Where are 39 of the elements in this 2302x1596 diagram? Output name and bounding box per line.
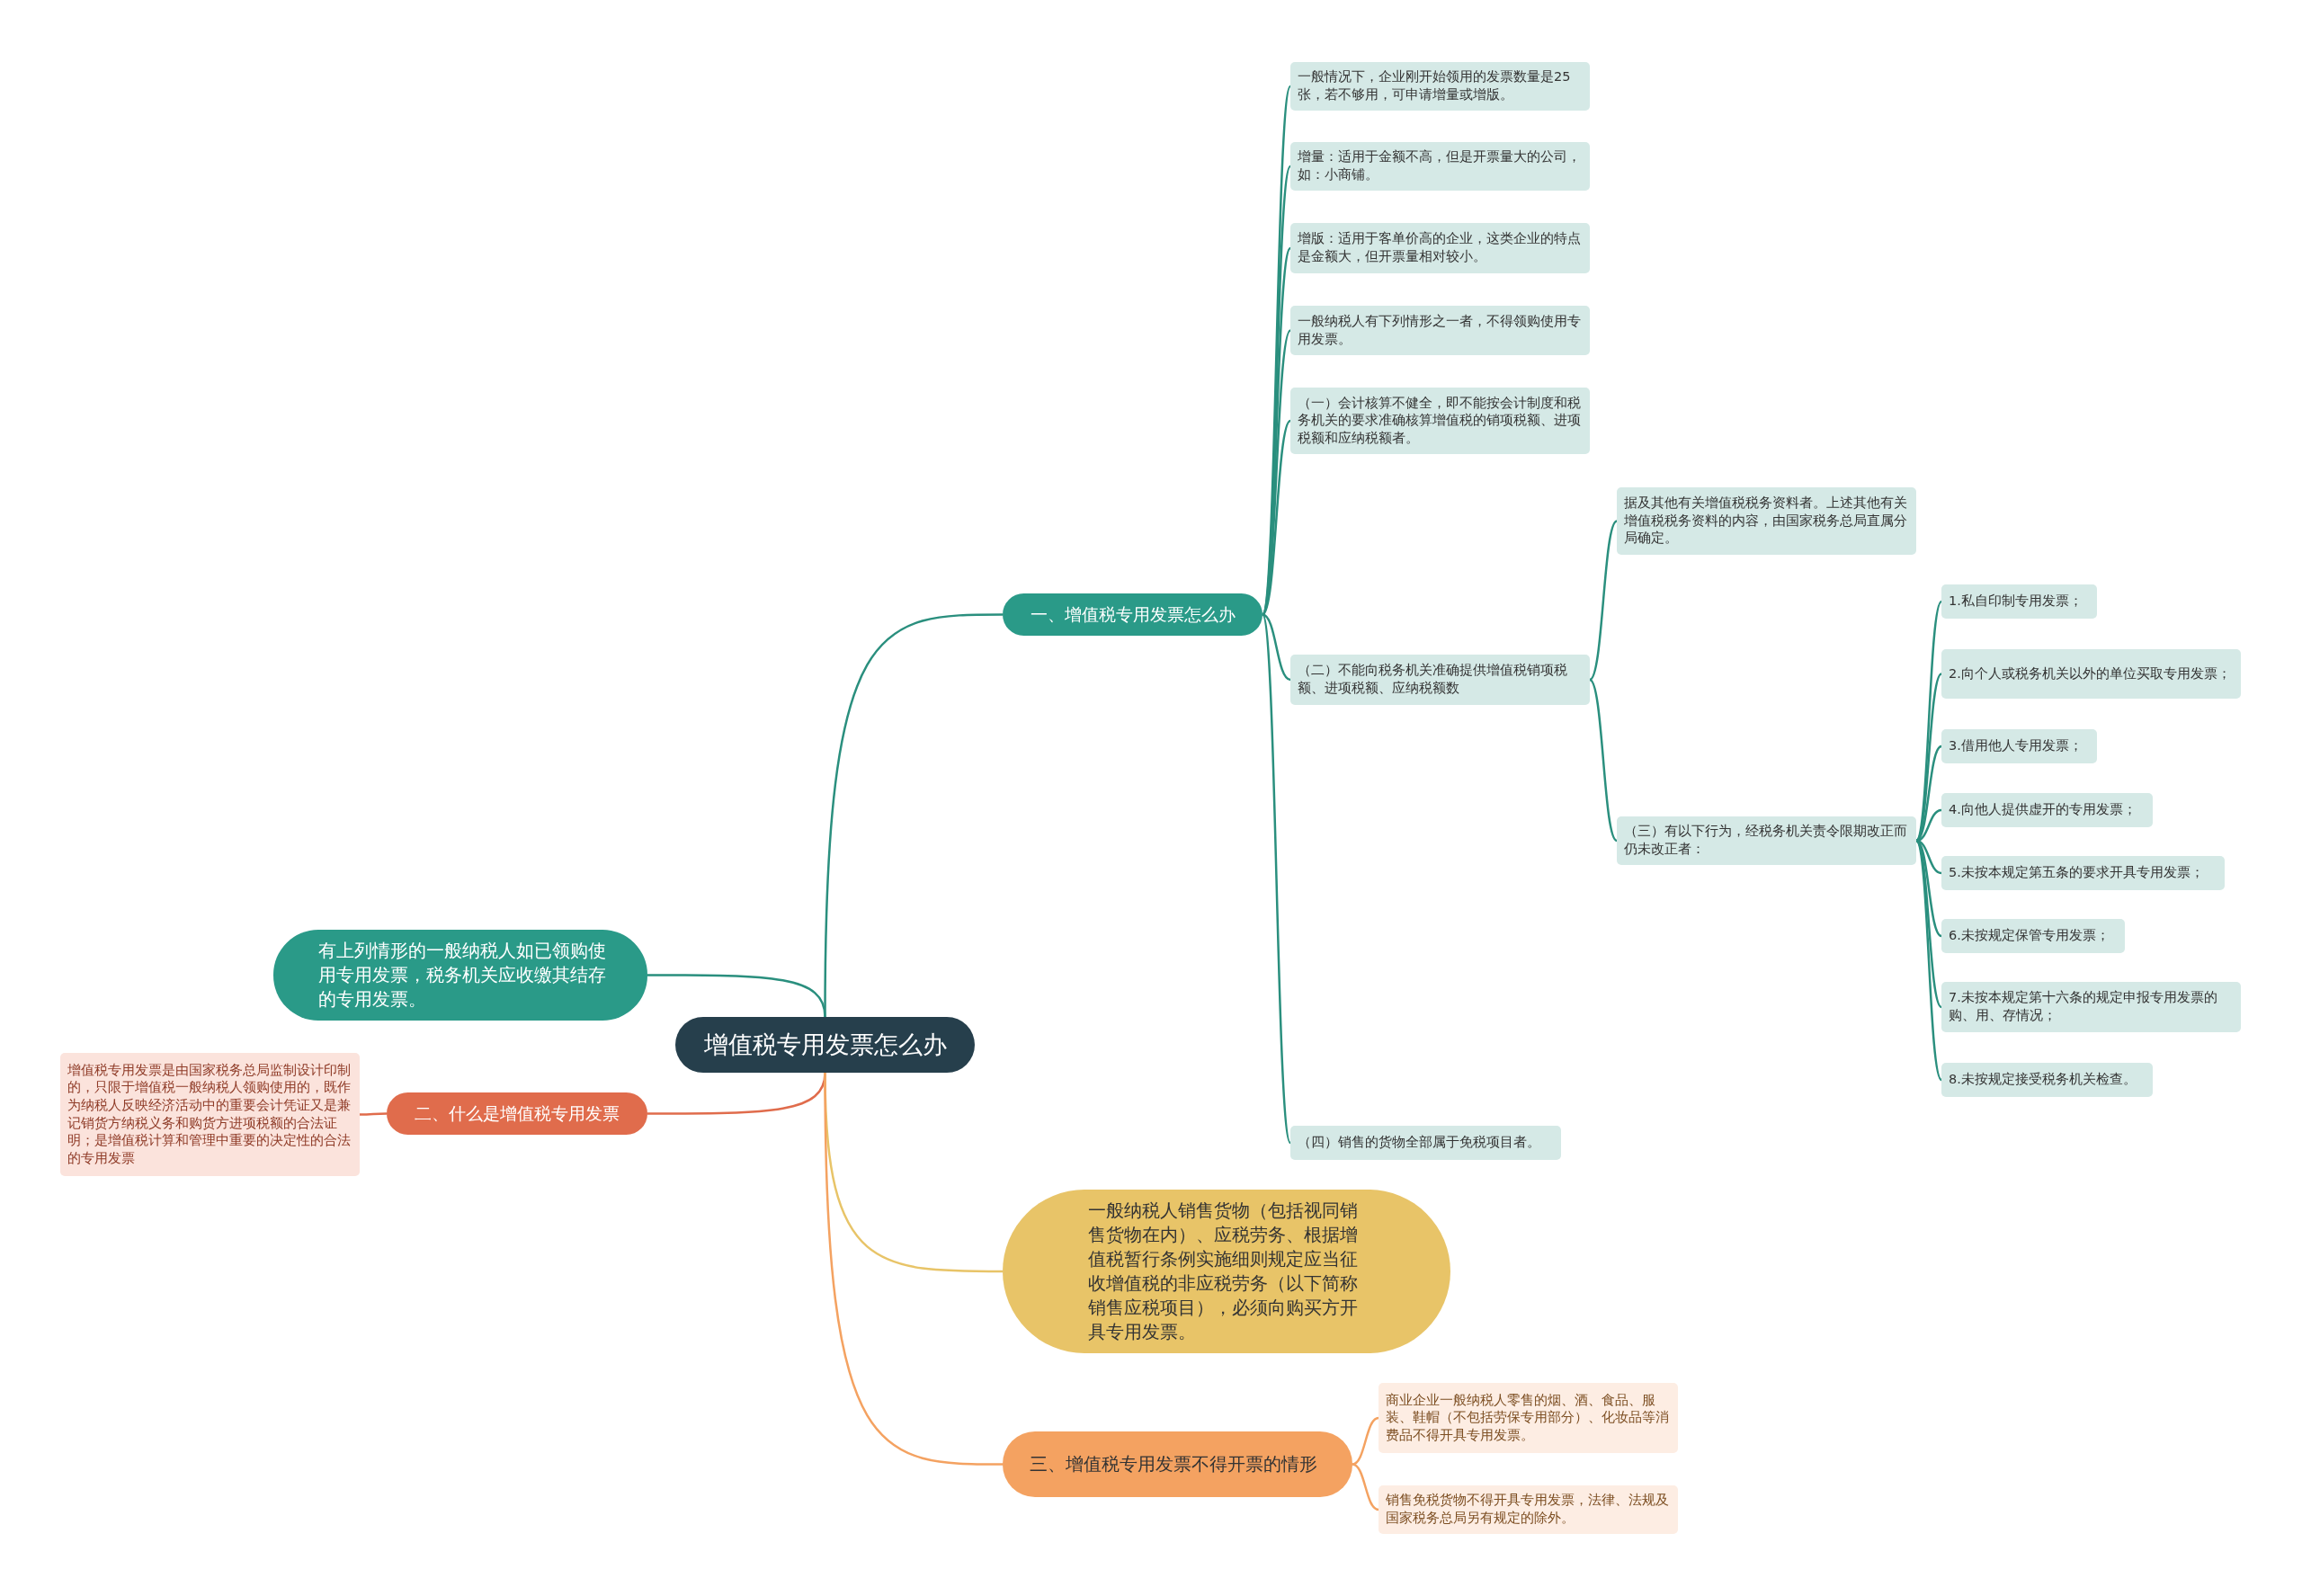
- connector-line: [1352, 1463, 1379, 1511]
- note-box: （三）有以下行为，经税务机关责令限期改正而仍未改正者：: [1617, 816, 1916, 865]
- note-box: 4.向他人提供虚开的专用发票；: [1941, 793, 2153, 827]
- connector-line: [1915, 840, 1942, 1008]
- note-box: 据及其他有关增值税税务资料者。上述其他有关增值税税务资料的内容，由国家税务总局直属分局确定。: [1617, 487, 1916, 555]
- note-box: （四）销售的货物全部属于免税项目者。: [1290, 1126, 1561, 1160]
- note-box: 商业企业一般纳税人零售的烟、酒、食品、服装、鞋帽（不包括劳保专用部分）、化妆品等消费品不得开具专用发票。: [1379, 1383, 1678, 1453]
- connector-line: [824, 1073, 1003, 1466]
- note-box: 8.未按规定接受税务机关检查。: [1941, 1063, 2153, 1097]
- note-box: 1.私自印制专用发票；: [1941, 584, 2097, 619]
- connector-line: [1262, 613, 1291, 682]
- note-box: （二）不能向税务机关准确提供增值税销项税额、进项税额、应纳税额数: [1290, 655, 1590, 705]
- central-topic: 增值税专用发票怎么办: [675, 1017, 975, 1073]
- note-box: 6.未按规定保管专用发票；: [1941, 919, 2125, 953]
- note-box: 销售免税货物不得开具专用发票，法律、法规及国家税务总局另有规定的除外。: [1379, 1485, 1678, 1534]
- connector-line: [1352, 1416, 1379, 1466]
- note-box: 增版：适用于客单价高的企业，这类企业的特点是金额大，但开票量相对较小。: [1290, 223, 1590, 273]
- branch-topic: 二、什么是增值税专用发票: [387, 1092, 647, 1135]
- note-box: 一般纳税人有下列情形之一者，不得领购使用专用发票。: [1290, 306, 1590, 355]
- connector-line: [1914, 840, 1943, 1081]
- connector-line: [1589, 679, 1618, 842]
- connector-line: [1915, 673, 1942, 842]
- note-box: 增量：适用于金额不高，但是开票量大的公司，如：小商铺。: [1290, 142, 1590, 191]
- connector-line: [360, 1112, 387, 1116]
- connector-line: [1589, 520, 1618, 681]
- note-box: 一般情况下，企业刚开始领用的发票数量是25张，若不够用，可申请增量或增版。: [1290, 62, 1590, 111]
- note-box: 3.借用他人专用发票；: [1941, 729, 2097, 763]
- note-box: （一）会计核算不健全，即不能按会计制度和税务机关的要求准确核算增值税的销项税额、进项税额和应纳税额者。: [1290, 388, 1590, 454]
- connector-line: [647, 974, 826, 1018]
- branch-topic: 三、增值税专用发票不得开票的情形: [1003, 1431, 1352, 1497]
- branch-topic: 一、增值税专用发票怎么办: [1003, 593, 1263, 636]
- note-box: 7.未按本规定第十六条的规定申报专用发票的购、用、存情况；: [1941, 982, 2241, 1032]
- branch-topic: 有上列情形的一般纳税人如已领购使用专用发票，税务机关应收缴其结存的专用发票。: [273, 930, 647, 1021]
- connector-line: [1262, 420, 1291, 616]
- branch-topic: 一般纳税人销售货物（包括视同销售货物在内）、应税劳务、根据增值税暂行条例实施细则规定应当征收增值税的非应税劳务（以下简称销售应税项目），必须向购买方开具专用发票。: [1003, 1190, 1450, 1353]
- note-box: 2.向个人或税务机关以外的单位买取专用发票；: [1941, 649, 2241, 699]
- note-box: 5.未按本规定第五条的要求开具专用发票；: [1941, 856, 2225, 890]
- note-box: 增值税专用发票是由国家税务总局监制设计印制的，只限于增值税一般纳税人领购使用的，既作为纳税人反映经济活动中的重要会计凭证又是兼记销货方纳税义务和购货方进项税额的合法证明；是增值税计算和管理中重要的决定性的合法的专用发票: [60, 1053, 360, 1176]
- connector-line: [1261, 614, 1292, 1144]
